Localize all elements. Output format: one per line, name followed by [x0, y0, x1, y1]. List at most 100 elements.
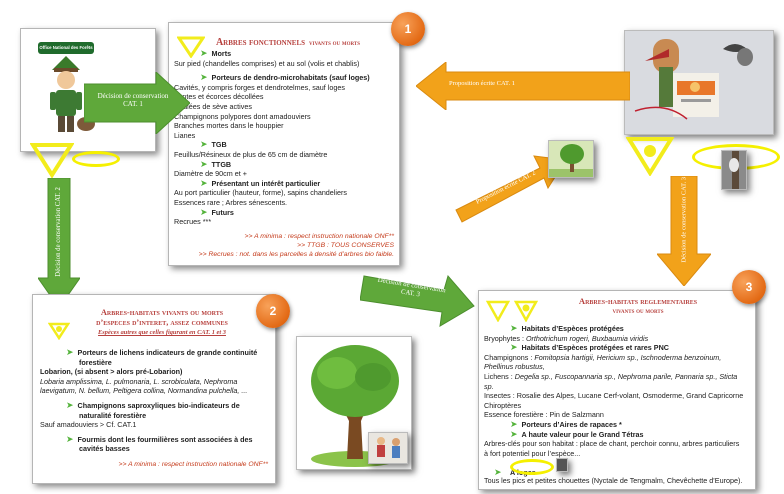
- body-line: Essences rare ; Arbres sénescents.: [174, 197, 288, 207]
- section-heading-text: Porteurs d’Aires de rapaces *: [521, 419, 622, 429]
- yellow-triangle-icon: [30, 143, 74, 178]
- section-heading-text: Porteurs de lichens indicateurs de grand…: [77, 348, 258, 357]
- body-line: Branches mortes dans le houppier: [174, 121, 284, 131]
- body-line: Essence forestière : Pin de Salzmann: [484, 410, 604, 420]
- body-line: laevigatum, N. bellum, Peltigera collina…: [40, 386, 248, 396]
- arrow-decision-cat2: Décision de conservation CAT. 2: [38, 178, 80, 308]
- card2-title-line2: d’especes d’interet, assez communes: [96, 318, 228, 327]
- section-heading-text: Fourmis dont les fourmilières sont assoc…: [77, 434, 253, 444]
- section-heading: ➤Habitats d’Espèces protégées: [484, 323, 754, 334]
- section-heading: ➤Porteurs de dendro-microhabitats (sauf …: [174, 72, 396, 83]
- body-line-species: Degelia sp., Fuscopannaria sp., Nephroma…: [514, 371, 738, 381]
- section-heading: ➤Porteurs de lichens indicateurs de gran…: [40, 347, 272, 358]
- body-line: Lianes: [174, 130, 196, 140]
- children-photo: [368, 432, 408, 464]
- card3-title-main: Arbres-habitats reglementaires: [578, 296, 698, 306]
- body-line: Lichens : Degelia sp., Fuscopannaria sp.…: [484, 372, 754, 382]
- body-line: Insectes : Rosalie des Alpes, Lucane Cer…: [484, 391, 744, 401]
- body-line: Lobarion, (si absent > alors pré-Lobario…: [40, 367, 183, 377]
- card1-title-sub: vivants ou morts: [309, 39, 361, 47]
- card1-footer-line: >> Recrues : not. dans les parcelles à d…: [198, 251, 394, 258]
- arrow-decision-cat1-line1: Décision de conservation: [97, 92, 169, 100]
- owl-photo: [556, 458, 568, 472]
- card1-footer-line: >> A minima : respect instruction nation…: [244, 233, 394, 240]
- bullet-arrow-icon: ➤: [200, 72, 208, 83]
- arrow-decision-cat3-right-label: Décision de conservation CAT. 3: [680, 176, 688, 263]
- card3-title-sub: vivants ou morts: [612, 307, 664, 315]
- section-heading: ➤TGB: [174, 140, 396, 150]
- card1-title: Arbres fonctionnels vivants ou morts: [188, 32, 388, 50]
- card-arbres-habitats-reglementaires: [478, 290, 756, 490]
- card2-title-line1: Arbres-habitats vivants ou morts: [100, 308, 224, 317]
- bullet-arrow-icon: ➤: [510, 342, 518, 353]
- bullet-arrow-icon: ➤: [200, 206, 208, 217]
- body-line-label: Bryophytes :: [484, 333, 526, 343]
- bullet-arrow-icon: ➤: [494, 467, 502, 477]
- yellow-triangle-disc-icon: [514, 300, 538, 322]
- section-heading-text: A haute valeur pour le Grand Tétras: [521, 429, 644, 439]
- bullet-arrow-icon: ➤: [510, 428, 518, 439]
- bullet-arrow-icon: ➤: [510, 323, 518, 333]
- arrow-proposition-cat1-label: Proposition écrite CAT. 1: [449, 80, 515, 87]
- body-line: Fentes et écorces décollées: [174, 92, 264, 102]
- arrow-decision-cat3-right: Décision de conservation CAT. 3: [657, 176, 711, 286]
- section-heading: ➤Futurs: [174, 206, 396, 218]
- card1-title-main: Arbres fonctionnels: [215, 37, 306, 48]
- card3-last-line: Tous les pics et petites chouettes (Nyct…: [484, 476, 743, 485]
- yellow-triangle-icon: [177, 36, 205, 58]
- body-line: Feuillus/Résineux de plus de 65 cm de di…: [174, 149, 328, 159]
- card1-footer: >> A minima : respect instruction nation…: [169, 232, 394, 259]
- arrow-decision-cat2-label: Décision de conservation CAT. 2: [55, 187, 63, 277]
- body-line: Au port particulier (hauteur, forme), sa…: [174, 188, 347, 198]
- section-heading: ➤Porteurs d’Aires de rapaces *: [484, 418, 754, 430]
- body-line-species: Fomitopsia hartigii, Hericium sp., Ischn…: [534, 352, 722, 362]
- body-line: Champignons polypores dont amadouviers: [174, 111, 311, 121]
- yellow-halo: [510, 459, 554, 475]
- card2-footer: >> A minima : respect instruction nation…: [118, 461, 268, 468]
- section-heading-text: TGB: [211, 140, 227, 150]
- card2-title: Arbres-habitats vivants ou morts d’espec…: [62, 308, 262, 338]
- body-line: Bryophytes : Orthotrichum rogeri, Buxbau…: [484, 334, 754, 344]
- bullet-arrow-icon: ➤: [510, 418, 518, 429]
- body-line: Arbres-clés pour son habitat : place de …: [484, 439, 740, 449]
- section-heading: ➤Fourmis dont les fourmilières sont asso…: [40, 433, 272, 445]
- section-heading: ➤A haute valeur pour le Grand Tétras: [484, 428, 754, 440]
- card-arbres-habitats-interet: [32, 294, 276, 484]
- body-line: à fort potentiel pour l’espèce...: [484, 448, 581, 458]
- arrow-decision-cat1-label: Décision de conservation CAT. 1: [90, 92, 176, 108]
- section-heading-text: Présentant un intérêt particulier: [211, 178, 321, 188]
- bullet-arrow-icon: ➤: [200, 139, 208, 150]
- section-heading: ➤Morts: [174, 48, 396, 59]
- body-line: Cavités, y compris forges et dendrotelme…: [174, 82, 345, 92]
- body-line: sp.: [484, 381, 494, 391]
- woodpecker-photo: [721, 150, 747, 190]
- body-line: Lobaria amplissima, L. pulmonaria, L. sc…: [40, 376, 238, 386]
- section-heading-text: TTGB: [211, 159, 232, 169]
- section-heading-text: Habitats d’Espèces protégées: [521, 324, 624, 333]
- badge-3: 3: [732, 270, 766, 304]
- card3-title: Arbres-habitats reglementaires vivants o…: [538, 296, 738, 316]
- bullet-arrow-icon: ➤: [66, 433, 74, 444]
- bullet-arrow-icon: ➤: [200, 48, 208, 58]
- bullet-arrow-icon: ➤: [200, 177, 208, 188]
- card2-subtitle: Espèces autres que celles figurant en CA…: [98, 329, 226, 336]
- body-line: Recrues ***: [174, 217, 212, 227]
- body-line: Diamètre de 90cm et +: [174, 169, 247, 179]
- body-line: Champignons : Fomitopsia hartigii, Heric…: [484, 353, 754, 363]
- yellow-triangle-disc-icon: [626, 137, 674, 176]
- body-line-species: Orthotrichum rogeri, Buxbaumia viridis: [525, 333, 649, 343]
- tree-icon: [549, 144, 593, 177]
- onf-logo-text: Office National des Forêts: [39, 45, 93, 50]
- body-line: Sauf amadouviers > Cf. CAT.1: [40, 420, 137, 430]
- badge-2: 2: [256, 294, 290, 328]
- section-heading-continued: cavités basses: [79, 444, 130, 454]
- tree-photo-small: [548, 140, 594, 178]
- yellow-triangle-disc-icon: [48, 322, 70, 340]
- yellow-halo: [72, 151, 120, 167]
- badge-1: 1: [391, 12, 425, 46]
- illustration-photo-top-right: [624, 30, 774, 135]
- body-line: Coulées de sève actives: [174, 101, 252, 111]
- bullet-arrow-icon: ➤: [66, 399, 74, 410]
- section-heading: ➤Présentant un intérêt particulier: [174, 177, 396, 189]
